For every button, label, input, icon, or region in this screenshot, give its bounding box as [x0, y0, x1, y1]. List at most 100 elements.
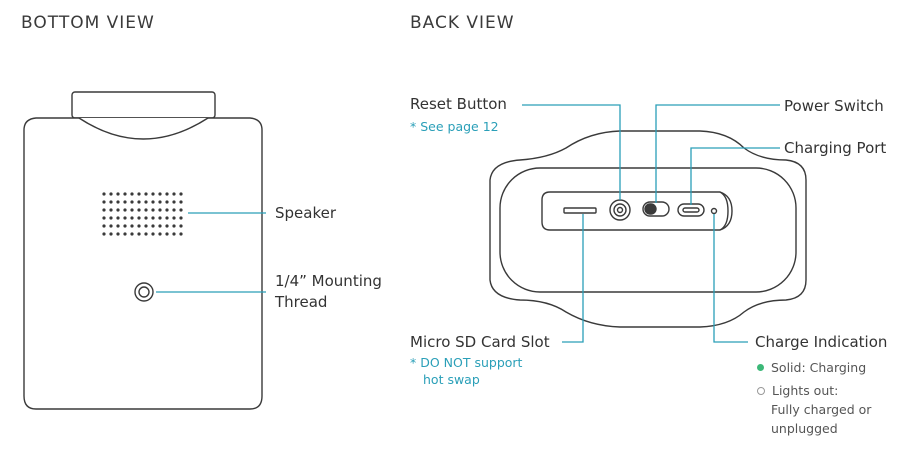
speaker-hole [165, 200, 169, 204]
charge-indicator-icon [710, 207, 718, 215]
bottom-view-title: BOTTOM VIEW [21, 13, 155, 33]
micro-sd-note-line2: hot swap [423, 372, 480, 387]
speaker-hole [116, 192, 120, 196]
speaker-hole [158, 224, 162, 228]
speaker-hole [102, 224, 106, 228]
speaker-hole [102, 192, 106, 196]
speaker-hole [158, 192, 162, 196]
power-switch-label: Power Switch [784, 97, 884, 115]
lights-out-text: Lights out: [772, 383, 839, 398]
speaker-hole [130, 208, 134, 212]
speaker-hole [144, 224, 148, 228]
speaker-grille [102, 192, 183, 236]
micro-sd-label: Micro SD Card Slot [410, 333, 550, 351]
speaker-hole [158, 232, 162, 236]
solid-charging-item: Solid: Charging [757, 358, 866, 377]
speaker-hole [116, 224, 120, 228]
speaker-hole [109, 224, 113, 228]
speaker-hole [137, 216, 141, 220]
speaker-hole [151, 200, 155, 204]
charge-indication-label: Charge Indication [755, 333, 888, 351]
speaker-hole [123, 224, 127, 228]
speaker-hole [158, 208, 162, 212]
speaker-hole [109, 200, 113, 204]
speaker-hole [116, 216, 120, 220]
speaker-hole [151, 216, 155, 220]
speaker-hole [130, 200, 134, 204]
speaker-hole [158, 200, 162, 204]
back-view-device [489, 130, 807, 328]
speaker-hole [151, 232, 155, 236]
micro-sd-slot-icon [563, 207, 597, 214]
speaker-hole [144, 216, 148, 220]
speaker-hole [109, 216, 113, 220]
speaker-hole [137, 208, 141, 212]
micro-sd-note-line1: * DO NOT support [410, 355, 523, 370]
mounting-thread-label-line1: 1/4” Mounting [275, 272, 382, 290]
speaker-hole [179, 192, 183, 196]
speaker-hole [179, 208, 183, 212]
speaker-hole [109, 208, 113, 212]
speaker-hole [151, 224, 155, 228]
speaker-hole [123, 232, 127, 236]
solid-charging-text: Solid: Charging [771, 360, 867, 375]
speaker-hole [172, 224, 176, 228]
speaker-hole [172, 216, 176, 220]
speaker-hole [151, 208, 155, 212]
speaker-hole [137, 224, 141, 228]
speaker-hole [179, 224, 183, 228]
speaker-hole [158, 216, 162, 220]
speaker-hole [123, 208, 127, 212]
speaker-hole [130, 232, 134, 236]
speaker-hole [172, 200, 176, 204]
speaker-hole [165, 208, 169, 212]
speaker-label: Speaker [275, 204, 337, 222]
speaker-hole [123, 192, 127, 196]
reset-button-label: Reset Button [410, 95, 507, 113]
speaker-hole [137, 200, 141, 204]
speaker-hole [130, 216, 134, 220]
speaker-hole [116, 232, 120, 236]
speaker-hole [172, 192, 176, 196]
speaker-hole [116, 208, 120, 212]
speaker-hole [130, 224, 134, 228]
speaker-hole [137, 232, 141, 236]
speaker-hole [123, 216, 127, 220]
speaker-hole [109, 232, 113, 236]
empty-dot-icon [757, 386, 765, 395]
speaker-hole [144, 208, 148, 212]
back-view-callouts [522, 104, 780, 343]
speaker-hole [109, 192, 113, 196]
speaker-hole [130, 192, 134, 196]
speaker-hole [144, 192, 148, 196]
lights-out-line2: Fully charged or [771, 402, 872, 417]
charging-port-label: Charging Port [784, 139, 887, 157]
speaker-hole [172, 208, 176, 212]
speaker-hole [165, 192, 169, 196]
speaker-hole [151, 192, 155, 196]
speaker-hole [165, 232, 169, 236]
speaker-hole [102, 232, 106, 236]
speaker-hole [123, 200, 127, 204]
speaker-hole [116, 200, 120, 204]
speaker-hole [137, 192, 141, 196]
mounting-thread-label-line2: Thread [275, 293, 328, 311]
speaker-hole [102, 200, 106, 204]
lights-out-line3: unplugged [771, 421, 838, 436]
mounting-thread-icon [134, 282, 154, 302]
lights-out-item: Lights out: [757, 381, 838, 400]
reset-button-note: * See page 12 [410, 119, 499, 134]
speaker-hole [179, 200, 183, 204]
speaker-hole [144, 232, 148, 236]
speaker-hole [179, 216, 183, 220]
speaker-hole [144, 200, 148, 204]
back-view-title: BACK VIEW [410, 13, 515, 33]
speaker-hole [102, 208, 106, 212]
green-dot-icon [757, 364, 764, 371]
speaker-hole [172, 232, 176, 236]
speaker-hole [179, 232, 183, 236]
speaker-hole [102, 216, 106, 220]
speaker-hole [165, 216, 169, 220]
bottom-view-device [23, 91, 263, 410]
